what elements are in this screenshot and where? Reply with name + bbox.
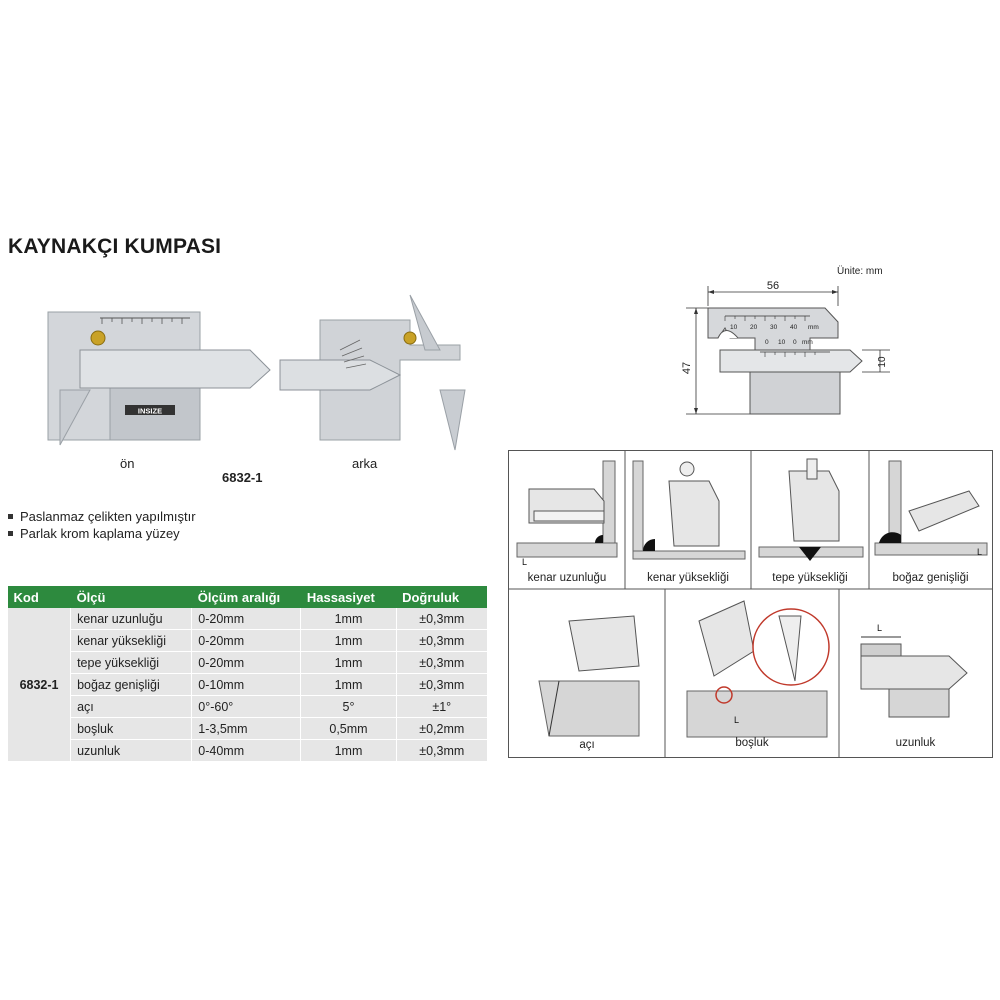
front-gauge-image: INSIZE (47, 311, 271, 446)
svg-text:mm: mm (808, 324, 819, 331)
back-gauge-image (279, 294, 466, 451)
product-photos: INSIZE (47, 294, 466, 451)
feature-item: Parlak krom kaplama yüzey (8, 525, 196, 542)
table-row: açı 0°-60° 5° ±1° (8, 695, 487, 718)
table-row: tepe yüksekliği 0-20mm 1mm ±0,3mm (8, 651, 487, 674)
thickness-dimension: 10 (877, 356, 888, 368)
usage-illustration (860, 636, 968, 718)
svg-text:40: 40 (790, 324, 798, 331)
svg-text:10: 10 (730, 324, 738, 331)
col-hassasiyet: Hassasiyet (300, 586, 397, 608)
usage-panel: L L L L kenar uzunluğu kenar yüksekliği … (508, 450, 993, 758)
usage-label: uzunluk (895, 737, 936, 749)
col-kod: Kod (7, 586, 71, 608)
svg-text:INSIZE: INSIZE (138, 407, 162, 416)
table-header-row: Kod Ölçü Ölçüm aralığı Hassasiyet Doğrul… (7, 586, 487, 608)
feature-item: Paslanmaz çelikten yapılmıştır (8, 508, 196, 525)
svg-text:mm: mm (802, 339, 813, 346)
usage-label: kenar uzunluğu (527, 572, 607, 584)
front-label: ön (120, 456, 135, 471)
col-olcum-araligi: Ölçüm aralığı (191, 586, 301, 608)
svg-text:0: 0 (765, 339, 769, 346)
page-title: KAYNAKÇI KUMPASI (8, 235, 222, 258)
usage-illustration (686, 600, 830, 738)
marker-l: L (522, 557, 527, 567)
usage-illustration (874, 460, 988, 556)
code-cell: 6832-1 (6, 608, 71, 762)
table-row: uzunluk 0-40mm 1mm ±0,3mm (8, 739, 487, 762)
svg-text:0: 0 (793, 339, 797, 346)
bullet-icon (8, 531, 13, 536)
model-number: 6832-1 (222, 470, 263, 485)
bullet-icon (8, 514, 13, 519)
height-dimension: 47 (681, 362, 693, 374)
usage-label: boğaz genişliği (892, 572, 969, 584)
usage-illustration (632, 460, 746, 560)
marker-l: L (977, 547, 982, 557)
col-dogruluk: Doğruluk (396, 586, 487, 608)
table-row: 6832-1 kenar uzunluğu 0-20mm 1mm ±0,3mm (6, 608, 487, 762)
usage-illustration (758, 458, 864, 561)
col-olcu: Ölçü (70, 586, 192, 608)
table-row: boşluk 1-3,5mm 0,5mm ±0,2mm (8, 717, 487, 740)
usage-label: açı (579, 739, 595, 751)
usage-label: tepe yüksekliği (772, 572, 848, 584)
usage-illustration (516, 460, 618, 558)
svg-text:30: 30 (770, 324, 778, 331)
insize-logo (125, 405, 175, 415)
marker-l: L (877, 623, 882, 633)
usage-illustration (538, 615, 640, 737)
svg-text:10: 10 (778, 339, 786, 346)
table-row: kenar yüksekliği 0-20mm 1mm ±0,3mm (8, 629, 487, 652)
feature-list: Paslanmaz çelikten yapılmıştır Parlak kr… (8, 508, 196, 542)
table-row: boğaz genişliği 0-10mm 1mm ±0,3mm (8, 673, 487, 696)
dimension-drawing: 56 47 10 20 30 40 mm 0 10 0 mm 10 (681, 280, 890, 415)
usage-label: kenar yüksekliği (647, 572, 729, 584)
back-label: arka (352, 456, 378, 471)
spec-table: Kod Ölçü Ölçüm aralığı Hassasiyet Doğrul… (6, 586, 487, 762)
marker-l: L (734, 715, 739, 725)
svg-text:20: 20 (750, 324, 758, 331)
width-dimension: 56 (767, 280, 779, 292)
usage-label: boşluk (735, 737, 769, 749)
unit-note: Ünite: mm (837, 266, 883, 277)
